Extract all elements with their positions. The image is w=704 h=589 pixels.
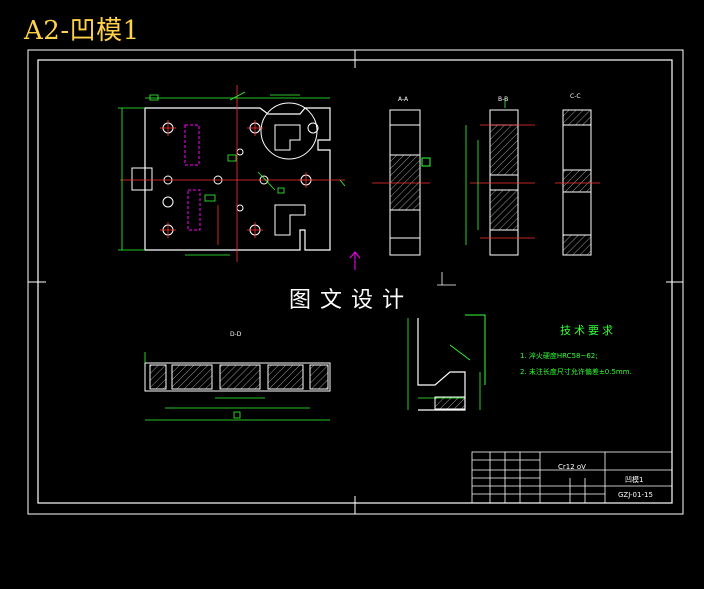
drawing-number-label: GZJ-01-15 [618,491,653,499]
part-name-label: 凹模1 [625,476,644,484]
section-label-a: A-A [398,96,409,103]
leader-marks [437,272,456,286]
section-a [372,109,431,256]
plan-view [118,85,346,262]
drawing-title: A2-凹模1 [24,16,140,46]
tech-req-line-1: 1. 淬火硬度HRC58~62; [520,352,598,360]
section-label-c: C-C [570,93,581,100]
watermark: 图文设计 [289,288,414,313]
title-block [471,451,673,504]
centering-marks [28,50,683,514]
material-label: Cr12 oV [558,463,586,471]
view-arrow [349,251,361,270]
detail-view [407,314,486,411]
section-c [555,109,600,256]
section-d [144,352,331,421]
section-label-b: B-B [498,96,509,103]
tech-req-title: 技术要求 [560,324,616,337]
section-label-d: D-D [230,331,242,338]
tech-req-line-2: 2. 未注长度尺寸允许偏差±0.5mm. [520,368,632,376]
section-b [465,98,535,256]
